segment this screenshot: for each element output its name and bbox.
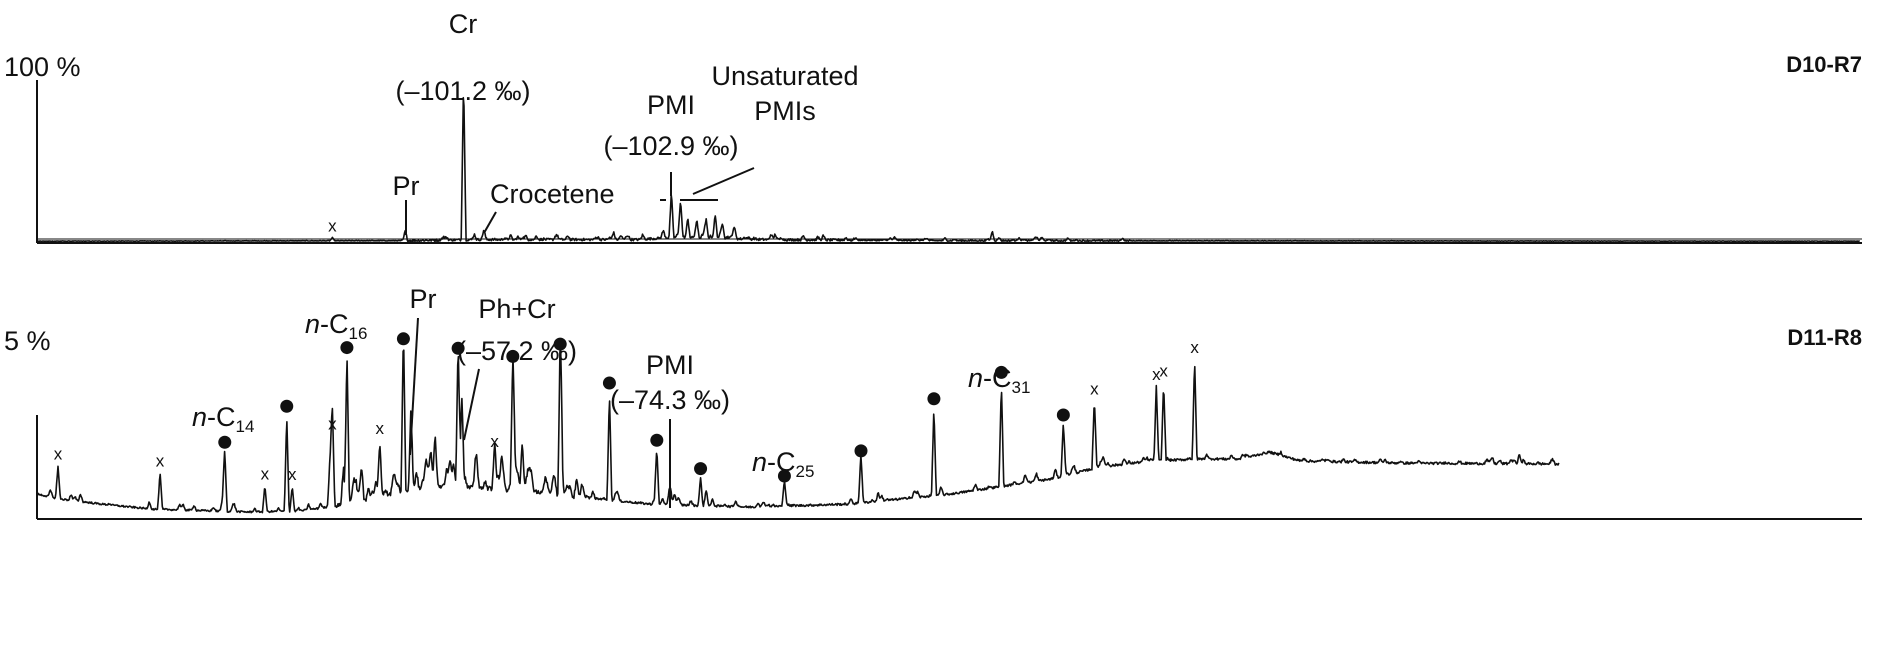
n-alkane-dot-marker bbox=[602, 376, 616, 390]
contaminant-x-marker: x bbox=[375, 419, 384, 438]
contaminant-x-marker: x bbox=[1090, 379, 1099, 398]
n-alkane-dot-marker bbox=[506, 349, 520, 363]
n-alkane-dot-marker bbox=[650, 433, 664, 447]
n-alkane-dot-marker bbox=[553, 337, 567, 351]
label-n-c16: n-C16 bbox=[305, 309, 367, 343]
n-alkane-dot-marker bbox=[694, 462, 708, 476]
label-unsaturated: Unsaturated bbox=[711, 61, 858, 91]
label-pmi-delta: (–74.3 ‰) bbox=[610, 385, 730, 415]
label-pmis: PMIs bbox=[754, 96, 816, 126]
label-crocetene: Crocetene bbox=[490, 179, 615, 209]
n-alkane-dot-marker bbox=[451, 341, 465, 355]
label-n-c14: n-C14 bbox=[192, 402, 254, 436]
sample-id-d11-r8: D11-R8 bbox=[1787, 325, 1862, 350]
label-ph-cr: Ph+Cr bbox=[478, 294, 555, 324]
label-ph-cr-delta: (–57.2 ‰) bbox=[457, 336, 577, 366]
n-alkane-dot-marker bbox=[340, 341, 354, 355]
leader-unsaturated-pmis bbox=[692, 167, 755, 195]
contaminant-x-marker: x bbox=[490, 432, 499, 451]
label-pmi: PMI bbox=[646, 350, 694, 380]
leader-ph-cr bbox=[463, 368, 480, 441]
trace-d11-r8 bbox=[36, 345, 1560, 514]
trace-d10-r7 bbox=[36, 96, 1860, 243]
contaminant-x-marker: x bbox=[156, 451, 165, 470]
y-axis-label-100: 100 % bbox=[4, 52, 81, 82]
n-alkane-dot-marker bbox=[854, 444, 868, 458]
panel-d10-r7: 100 % D10-R7 x Cr (–101.2 ‰) PMI (–102.9… bbox=[4, 9, 1862, 244]
n-alkane-dot-marker bbox=[396, 332, 410, 346]
sample-id-d10-r7: D10-R7 bbox=[1786, 52, 1862, 77]
n-alkane-dot-marker bbox=[994, 365, 1008, 379]
label-pmi: PMI bbox=[647, 90, 695, 120]
contaminant-x-marker: x bbox=[328, 217, 337, 236]
contaminant-x-marker: x bbox=[1190, 338, 1199, 357]
label-n-c31: n-C31 bbox=[968, 363, 1030, 397]
y-axis-label-5: 5 % bbox=[4, 326, 51, 356]
contaminant-x-marker: x bbox=[54, 445, 63, 464]
n-alkane-dot-marker bbox=[927, 392, 941, 406]
label-pr: Pr bbox=[393, 171, 420, 201]
label-cr: Cr bbox=[449, 9, 478, 39]
leader-crocetene bbox=[483, 211, 497, 234]
contaminant-x-marker: x bbox=[1159, 361, 1168, 380]
leader-pr bbox=[409, 317, 419, 456]
n-alkane-dot-marker bbox=[1056, 408, 1070, 422]
n-alkane-dot-marker bbox=[280, 399, 294, 413]
contaminant-x-marker: x bbox=[328, 414, 337, 433]
contaminant-x-marker: x bbox=[288, 465, 297, 484]
label-cr-delta: (–101.2 ‰) bbox=[395, 76, 530, 106]
contaminant-x-marker: x bbox=[261, 465, 270, 484]
contaminant-x-marker: x bbox=[1152, 365, 1161, 384]
label-pmi-delta: (–102.9 ‰) bbox=[603, 131, 738, 161]
label-pr: Pr bbox=[410, 284, 437, 314]
n-alkane-dot-marker bbox=[218, 435, 232, 449]
label-n-c25: n-C25 bbox=[752, 447, 814, 481]
n-alkane-dot-marker bbox=[777, 469, 791, 483]
